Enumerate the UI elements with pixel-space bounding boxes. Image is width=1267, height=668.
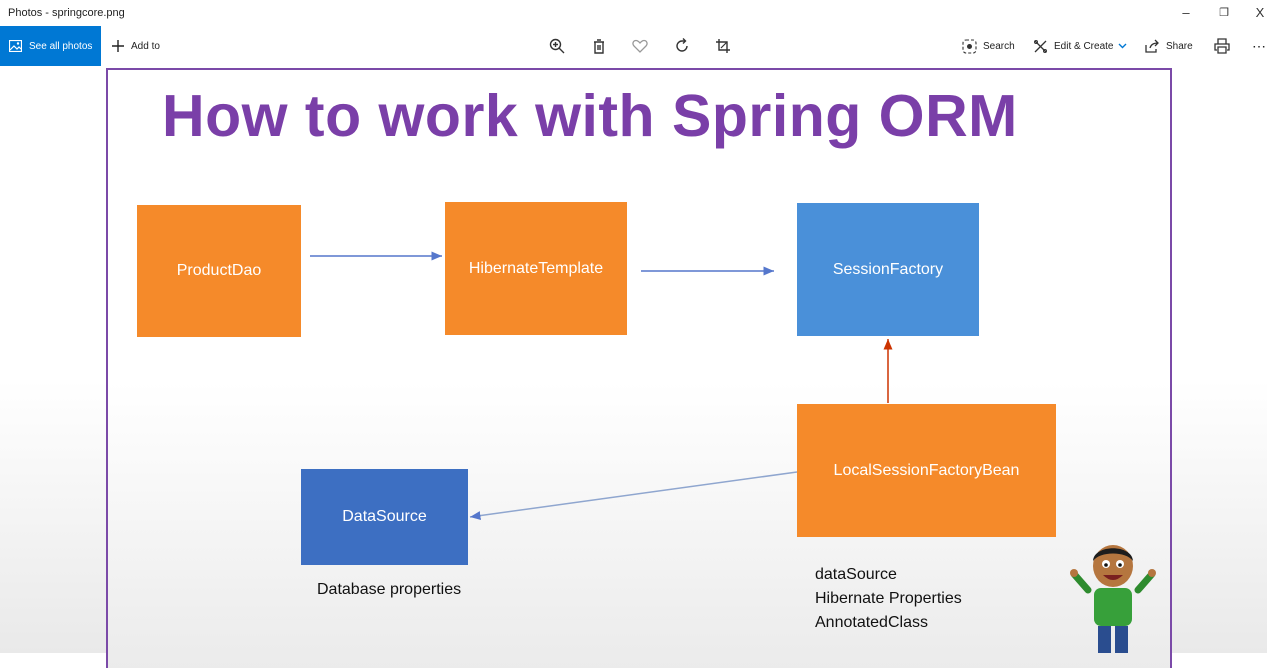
favorite-icon[interactable] (631, 37, 649, 55)
database-properties-note: Database properties (317, 581, 462, 598)
title-bar: Photos - springcore.png – ❐ X (0, 0, 1267, 26)
bean-prop-datasource: dataSource (815, 566, 897, 583)
share-icon (1145, 39, 1159, 53)
slide-frame (106, 68, 1172, 668)
share-label: Share (1166, 40, 1193, 52)
datasource-box: DataSource (301, 469, 468, 565)
window-title: Photos - springcore.png (8, 7, 125, 19)
search-icon (962, 38, 977, 54)
photos-icon (9, 40, 22, 52)
hibernatetemplate-box: HibernateTemplate (445, 202, 627, 335)
arrow-localsessionfactorybean-to-datasource (469, 471, 798, 521)
more-button[interactable]: ⋯ (1252, 37, 1266, 54)
edit-create-label: Edit & Create (1054, 40, 1114, 52)
localsessionfactorybean-box: LocalSessionFactoryBean (797, 404, 1056, 537)
maximize-button[interactable]: ❐ (1219, 7, 1229, 19)
crop-icon[interactable] (714, 37, 732, 55)
diagram-arrows (310, 251, 893, 521)
add-to-button[interactable]: Add to (111, 26, 160, 66)
search-button[interactable]: Search (962, 26, 1015, 66)
toolbar: See all photos Add to Search (0, 26, 1267, 66)
see-all-photos-label: See all photos (29, 40, 93, 52)
search-label: Search (983, 40, 1015, 52)
zoom-icon[interactable] (548, 37, 566, 55)
edit-create-icon (1034, 39, 1047, 53)
delete-icon[interactable] (590, 37, 608, 55)
see-all-photos-button[interactable]: See all photos (0, 26, 101, 66)
cartoon-character-image (1070, 545, 1156, 653)
bean-prop-hibernate-properties: Hibernate Properties (815, 590, 962, 607)
edit-create-button[interactable]: Edit & Create (1033, 26, 1127, 66)
sessionfactory-box: SessionFactory (797, 203, 979, 336)
share-button[interactable]: Share (1145, 26, 1193, 66)
close-button[interactable]: X (1255, 5, 1265, 20)
bean-prop-annotatedclass: AnnotatedClass (815, 614, 928, 631)
minimize-button[interactable]: – (1182, 5, 1190, 20)
add-to-label: Add to (131, 40, 160, 52)
slide-title: How to work with Spring ORM (162, 83, 1018, 149)
productdao-box: ProductDao (137, 205, 301, 337)
plus-icon (112, 40, 124, 52)
rotate-icon[interactable] (673, 37, 691, 55)
chevron-down-icon (1118, 43, 1127, 49)
print-icon[interactable] (1213, 37, 1231, 55)
